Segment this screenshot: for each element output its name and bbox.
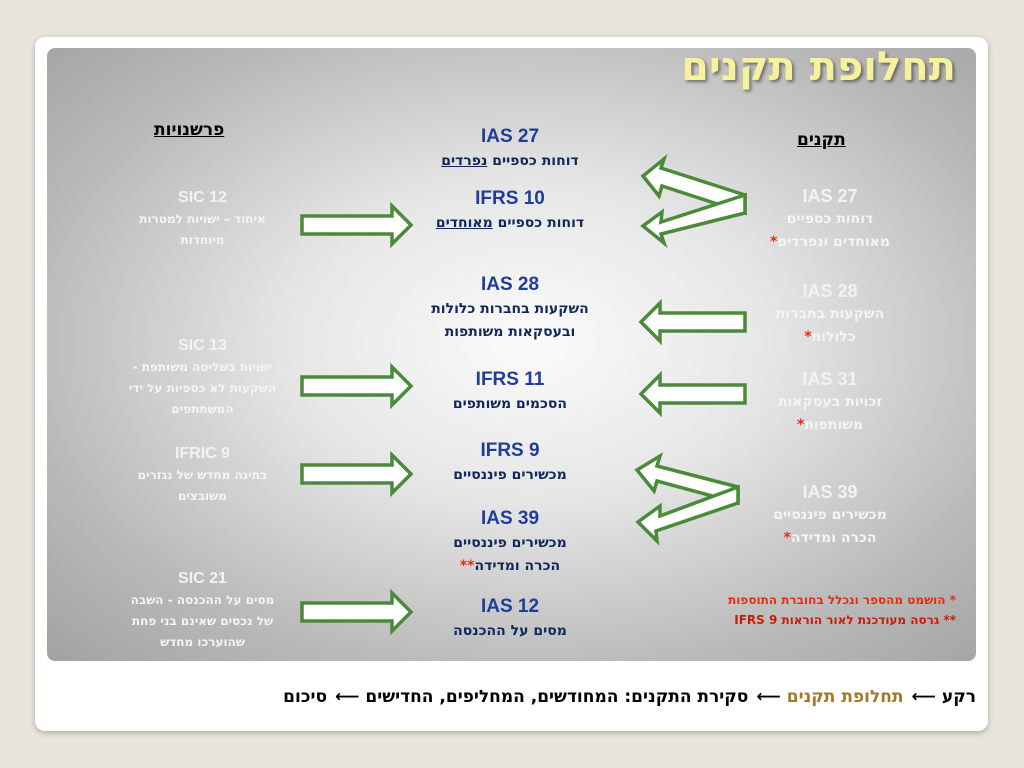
code: SIC 12 [178,189,227,206]
center-ias12: IAS 12 מסים על ההכנסה [400,594,620,643]
desc: הכרה ומדידה** [459,558,561,574]
desc: מסים על ההכנסה - השבה [130,593,275,607]
code: IFRS 9 [480,440,540,461]
nav-item-current[interactable]: תחלופת תקנים [786,687,904,707]
code: IFRIC 9 [174,445,231,462]
footnotes: * הושמט מהספר ונכלל בחוברת התוספות ** גר… [728,590,956,630]
desc: זכויות בעסקאות [778,394,882,410]
left-sic21: SIC 21 מסים על ההכנסה - השבה של נכסים שא… [100,568,305,653]
footnote-2: ** גרסה מעודכנת לאור הוראות IFRS 9 [734,613,956,627]
arrow-left-icon [635,484,740,546]
code: IAS 39 [802,482,858,502]
code: IAS 28 [480,274,540,295]
desc: משותפות* [796,417,864,433]
center-ifrs9: IFRS 9 מכשירים פיננסיים [400,438,620,487]
nav-item-background[interactable]: רקע [941,687,976,707]
desc: דוחות כספיים [786,211,874,227]
arrow-right-icon [300,450,414,498]
code: IAS 28 [802,281,858,301]
center-ias27: IAS 27 דוחות כספיים נפרדים [400,124,620,173]
desc: של נכסים שאינם בני פחת [131,614,274,628]
right-ias28: IAS 28 השקעות בחברות כלולות* [745,279,915,349]
nav-item-summary[interactable]: סיכום [283,687,328,707]
desc: השקעות בחברות [775,306,885,322]
desc: מסים על ההכנסה [453,623,567,639]
desc: מיוחדות [180,233,225,247]
arrow-right-icon [300,588,414,636]
code: SIC 21 [178,570,227,587]
desc: השקעות בחברות כלולות [431,301,589,317]
code: IFRS 10 [475,188,545,209]
arrow-right-icon [300,362,414,410]
center-ifrs11: IFRS 11 הסכמים משותפים [400,367,620,416]
nav-item-review[interactable]: סקירת התקנים: המחודשים, המחליפים, החדישי… [365,687,749,707]
desc: ישויות בשליטה משותפת - [132,360,273,374]
left-sic13: SIC 13 ישויות בשליטה משותפת - השקעות לא … [100,335,305,420]
desc: משובצים [178,489,227,503]
code: IAS 27 [802,186,858,206]
desc: מכשירים פיננסיים [773,507,887,523]
arrow-left-icon [638,298,747,346]
desc: דוחות כספיים מאוחדים [435,215,585,231]
content-panel [47,48,976,661]
arrow-left-icon: ⟵ [756,687,780,707]
header-standards: תקנים [797,130,846,150]
desc: שהוערכו מחדש [160,635,245,649]
center-ias39: IAS 39 מכשירים פיננסיים הכרה ומדידה** [400,506,620,578]
desc: ובעסקאות משותפות [444,324,576,340]
desc: מאוחדים ונפרדים* [770,234,890,250]
left-sic12: SIC 12 איחוד – ישויות למטרות מיוחדות [100,187,305,251]
arrow-right-icon [300,201,414,249]
section-breadcrumb: רקע ⟵ תחלופת תקנים ⟵ סקירת התקנים: המחוד… [283,687,976,707]
desc: הסכמים משותפים [452,396,568,412]
right-ias39: IAS 39 מכשירים פיננסיים הכרה ומדידה* [745,480,915,550]
right-ias27: IAS 27 דוחות כספיים מאוחדים ונפרדים* [745,184,915,254]
arrow-left-icon: ⟵ [911,687,936,707]
arrow-left-icon: ⟵ [335,687,359,707]
desc: מכשירים פיננסיים [453,535,567,551]
code: SIC 13 [178,337,227,354]
left-ifric9: IFRIC 9 בחינה מחדש של נגזרים משובצים [100,443,305,507]
desc: מכשירים פיננסיים [453,467,567,483]
slide-title: תחלופת תקנים [681,44,956,90]
footnote-1: * הושמט מהספר ונכלל בחוברת התוספות [728,593,956,607]
desc: כלולות* [804,329,856,345]
arrow-left-icon [640,192,747,249]
desc: איחוד – ישויות למטרות [139,212,266,226]
right-ias31: IAS 31 זכויות בעסקאות משותפות* [745,367,915,437]
header-interpretations: פרשנויות [154,120,225,140]
desc: דוחות כספיים נפרדים [441,153,579,169]
desc: השקעות לא כספיות על ידי [128,381,277,395]
center-ifrs10: IFRS 10 דוחות כספיים מאוחדים [400,186,620,235]
code: IAS 39 [480,508,540,529]
desc: המשתתפים [171,402,234,416]
code: IAS 12 [480,596,540,617]
code: IFRS 11 [475,369,545,390]
desc: הכרה ומדידה* [783,530,877,546]
center-ias28: IAS 28 השקעות בחברות כלולות ובעסקאות משו… [400,272,620,344]
arrow-left-icon [638,370,747,418]
desc: בחינה מחדש של נגזרים [137,468,268,482]
code: IAS 27 [480,126,540,147]
code: IAS 31 [802,369,858,389]
